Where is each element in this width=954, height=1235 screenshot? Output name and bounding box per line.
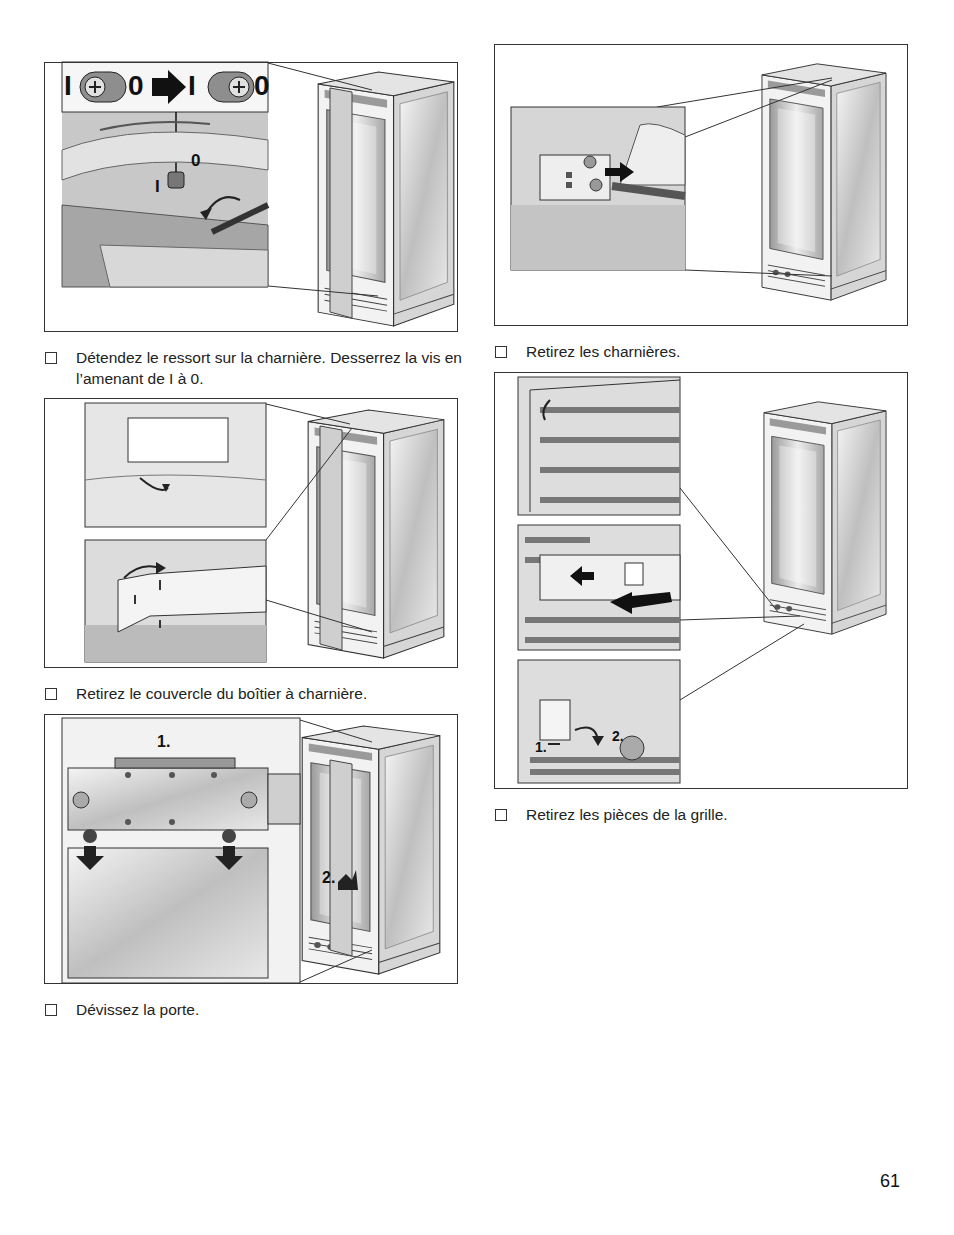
- step-caption: Retirez le couvercle du boîtier à charni…: [76, 683, 468, 704]
- step-number: 1.: [157, 734, 170, 750]
- step-caption: Détendez le ressort sur la charnière. De…: [76, 347, 468, 389]
- checkbox-symbol: [45, 1004, 57, 1016]
- illustration-panel: Détendez le ressort sur la charnière. De…: [44, 62, 458, 332]
- switch-position-mark: 0: [254, 72, 270, 100]
- checkbox-symbol: [45, 688, 57, 700]
- illustration-panel: Dévissez la porte.: [44, 714, 458, 984]
- step-number: 2.: [322, 870, 335, 886]
- step-caption: Retirez les pièces de la grille.: [526, 804, 918, 825]
- illustration-panel: Retirez les pièces de la grille.: [494, 372, 908, 789]
- switch-position-mark: I: [188, 72, 196, 100]
- page-number: 61: [880, 1172, 900, 1190]
- switch-position-mark: 0: [128, 72, 144, 100]
- illustration-panel: Retirez les charnières.: [494, 44, 908, 326]
- switch-position-mark: 0: [191, 152, 200, 169]
- switch-position-mark: I: [155, 178, 160, 195]
- step-number: 2.: [612, 729, 624, 743]
- switch-position-mark: I: [64, 72, 72, 100]
- checkbox-symbol: [45, 352, 57, 364]
- illustration-panel: Retirez le couvercle du boîtier à charni…: [44, 398, 458, 668]
- checkbox-symbol: [495, 346, 507, 358]
- checkbox-symbol: [495, 809, 507, 821]
- step-number: 1.: [535, 740, 547, 754]
- step-caption: Dévissez la porte.: [76, 999, 468, 1020]
- step-caption: Retirez les charnières.: [526, 341, 918, 362]
